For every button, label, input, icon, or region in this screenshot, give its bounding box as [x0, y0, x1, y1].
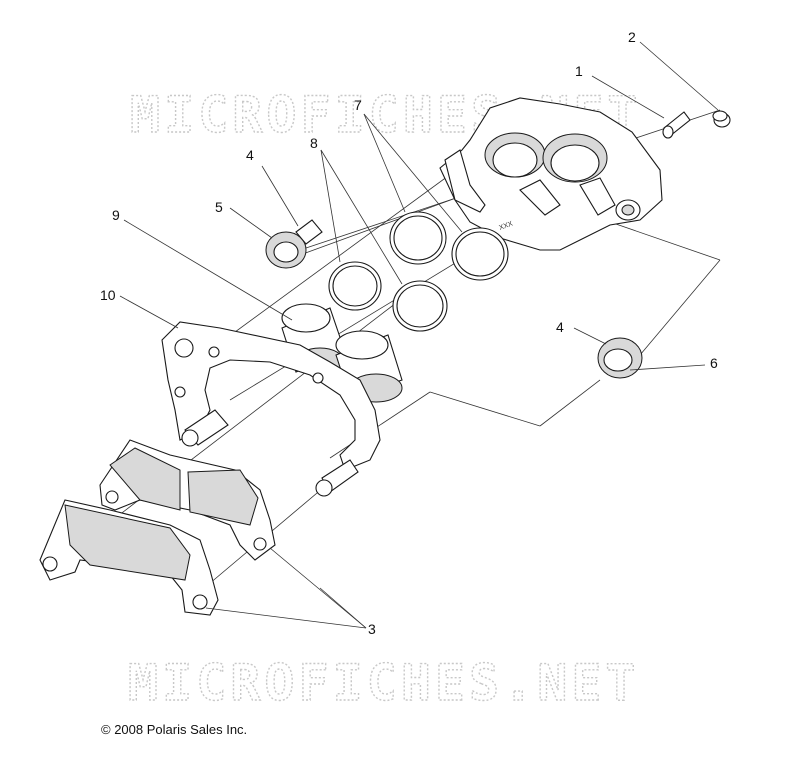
watermark-bottom: MICROFICHES.NET: [128, 654, 640, 712]
leader-lines: [119, 41, 719, 629]
caliper-bracket: [161, 321, 381, 497]
callout-1: 1: [575, 63, 583, 79]
callout-2: 2: [628, 29, 636, 45]
callout-10: 10: [100, 287, 116, 303]
bleeder-valve: [662, 111, 691, 139]
bleeder-cap: [712, 110, 731, 128]
brake-pad-inner: [99, 439, 276, 561]
callout-9: 9: [112, 207, 120, 223]
piston-seals: [328, 211, 509, 332]
callout-6: 6: [710, 355, 718, 371]
callout-5: 5: [215, 199, 223, 215]
copyright-notice: © 2008 Polaris Sales Inc.: [101, 722, 248, 737]
pin-boot-left: [265, 219, 323, 269]
pin-boot-right: [597, 337, 643, 379]
callout-labels: 1 2 3 4 4 5 6 7 8 9 10: [100, 29, 718, 637]
callout-4-right: 4: [556, 319, 564, 335]
callout-4-left: 4: [246, 147, 254, 163]
callout-3: 3: [368, 621, 376, 637]
caliper-body: XXX: [439, 97, 663, 251]
callout-7: 7: [354, 97, 362, 113]
brake-pad-outer: [39, 499, 219, 616]
caliper-stamp: XXX: [498, 220, 514, 231]
callout-8: 8: [310, 135, 318, 151]
